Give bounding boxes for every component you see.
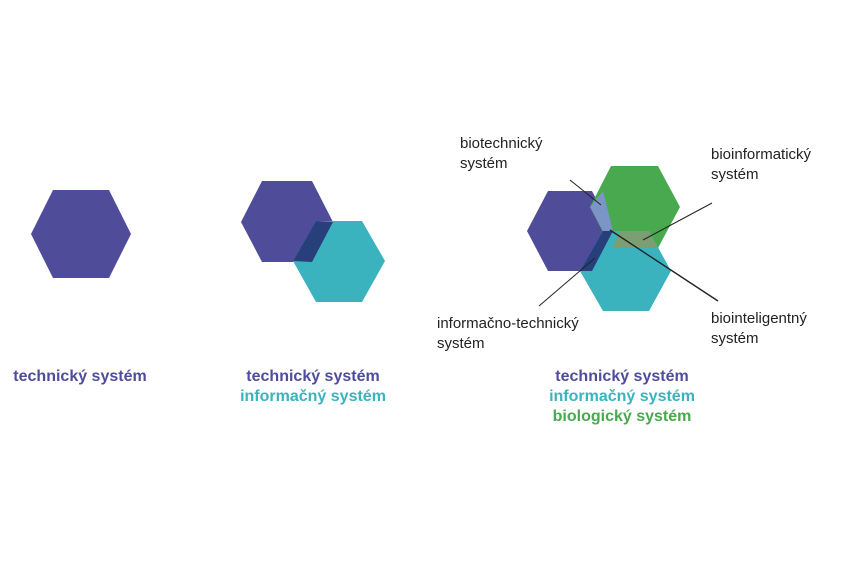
overlap-tech-info-2: [293, 221, 333, 262]
biotech-callout-line2: systém: [460, 155, 508, 172]
overlap-info-bio-3: [612, 231, 658, 248]
biointel-leader-line: [609, 229, 719, 302]
bioinfo-callout-line1: bioinformatický: [711, 146, 812, 163]
bioinfo-leader-line: [642, 202, 713, 241]
biotech-callout: biotechnický systém: [460, 134, 543, 174]
technical-hexagon-1: [31, 190, 131, 278]
group3-biological-label: biologický systém: [552, 408, 692, 425]
group2-caption: technický systém informačný systém: [233, 367, 393, 407]
biotech-callout-line1: biotechnický: [460, 135, 543, 152]
biological-hexagon-3: [590, 166, 680, 248]
group2-technical-label: technický systém: [246, 368, 380, 385]
biotech-leader-line: [569, 179, 602, 206]
infotech-callout-line1: informačno-technický: [437, 315, 579, 332]
infotech-callout: informačno-technický systém: [437, 314, 579, 354]
biointel-callout: biointeligentný systém: [711, 309, 807, 349]
group3-caption: technický systém informačný systém biolo…: [532, 367, 712, 427]
bioinfo-callout: bioinformatický systém: [711, 145, 811, 185]
biointel-callout-line2: systém: [711, 330, 759, 347]
overlap-tech-info-3: [580, 231, 613, 271]
group2-informational-label: informačný systém: [240, 388, 386, 405]
group1-technical-label: technický systém: [13, 368, 147, 385]
group3-informational-label: informačný systém: [549, 388, 695, 405]
biointel-callout-line1: biointeligentný: [711, 310, 807, 327]
group1-caption: technický systém: [0, 367, 160, 387]
infotech-leader-line: [538, 257, 596, 307]
bioinfo-callout-line2: systém: [711, 166, 759, 183]
group3-technical-label: technický systém: [555, 368, 689, 385]
infotech-callout-line2: systém: [437, 335, 485, 352]
informational-hexagon-3: [580, 231, 671, 311]
